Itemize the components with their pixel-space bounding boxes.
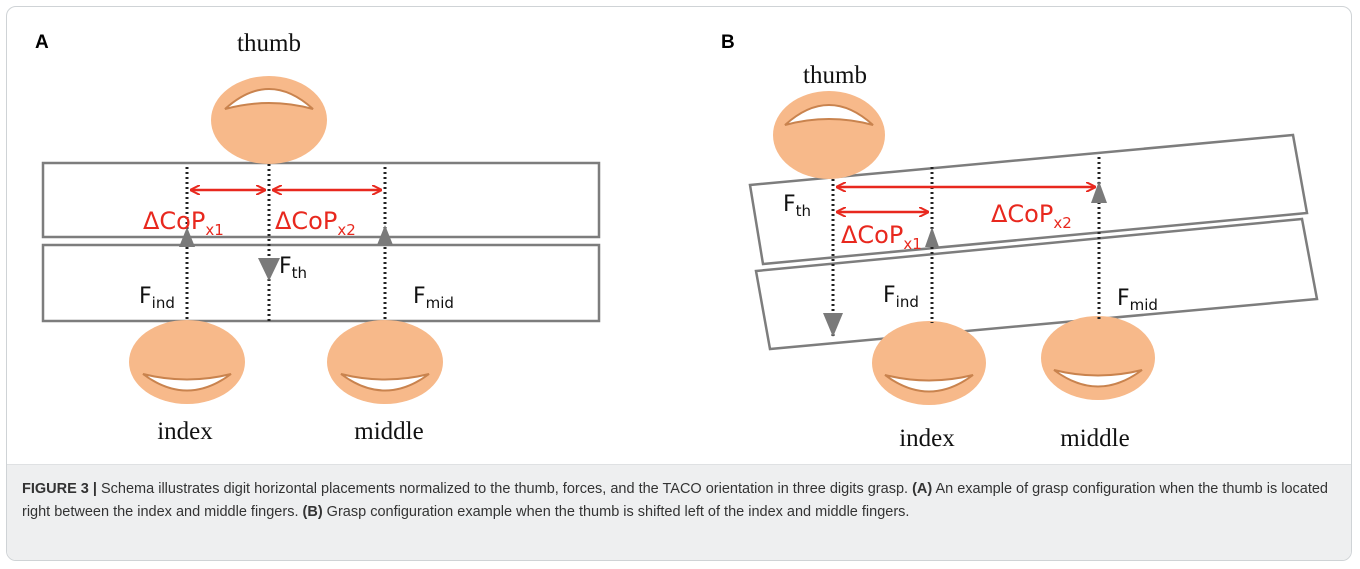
upper-plate-a bbox=[41, 161, 601, 239]
figure-frame: A thumb ΔCoPx1 ΔC bbox=[6, 6, 1352, 561]
caption-a-label: (A) bbox=[912, 481, 933, 497]
thumb-force-arrow-b bbox=[823, 313, 843, 337]
index-force-arrow-b bbox=[925, 227, 939, 247]
find-label-a: Find bbox=[139, 284, 175, 312]
panel-a: A thumb ΔCoPx1 ΔC bbox=[35, 30, 601, 445]
dcop1-label-b: ΔCoPx1 bbox=[841, 221, 922, 253]
thumb-label-a: thumb bbox=[237, 30, 301, 57]
thumb-label-b: thumb bbox=[803, 62, 867, 89]
thumb-finger-b bbox=[773, 91, 885, 179]
fmid-label-b: Fmid bbox=[1117, 286, 1158, 314]
fth-label-b: Fth bbox=[783, 192, 811, 220]
find-label-b: Find bbox=[883, 283, 919, 311]
figure-caption: FIGURE 3 | Schema illustrates digit hori… bbox=[22, 478, 1337, 524]
index-label-b: index bbox=[899, 425, 955, 452]
index-label-a: index bbox=[157, 418, 213, 445]
panel-b-letter: B bbox=[721, 32, 735, 53]
caption-text-2: An example of grasp configuration when t… bbox=[22, 481, 1328, 520]
dcop1-label-a: ΔCoPx1 bbox=[143, 207, 224, 239]
caption-area: FIGURE 3 | Schema illustrates digit hori… bbox=[7, 464, 1351, 560]
caption-b-label: (B) bbox=[302, 504, 323, 520]
dcop2-label-b: ΔCoPx2 bbox=[991, 200, 1072, 232]
dcop2-label-a: ΔCoPx2 bbox=[275, 207, 356, 239]
caption-text-3: Grasp configuration example when the thu… bbox=[322, 504, 910, 520]
caption-text-1: Schema illustrates digit horizontal plac… bbox=[96, 481, 913, 497]
middle-label-b: middle bbox=[1060, 425, 1129, 452]
middle-force-arrow-b bbox=[1091, 181, 1107, 203]
index-finger-b bbox=[872, 321, 986, 405]
figure-label: FIGURE 3 | bbox=[22, 481, 97, 497]
middle-label-a: middle bbox=[354, 418, 423, 445]
fth-label-a: Fth bbox=[279, 254, 307, 282]
middle-finger-a bbox=[327, 320, 443, 404]
middle-finger-b bbox=[1041, 316, 1155, 400]
index-force-arrow-a bbox=[179, 227, 195, 247]
thumb-force-arrow-a bbox=[258, 258, 280, 281]
upper-plate-b bbox=[748, 133, 1309, 266]
fmid-label-a: Fmid bbox=[413, 284, 454, 312]
lower-plate-a bbox=[41, 243, 601, 323]
lower-plate-b bbox=[754, 217, 1319, 351]
panel-a-letter: A bbox=[35, 32, 49, 53]
index-finger-a bbox=[129, 320, 245, 404]
middle-force-arrow-a bbox=[377, 225, 393, 245]
thumb-finger-a bbox=[211, 76, 327, 164]
